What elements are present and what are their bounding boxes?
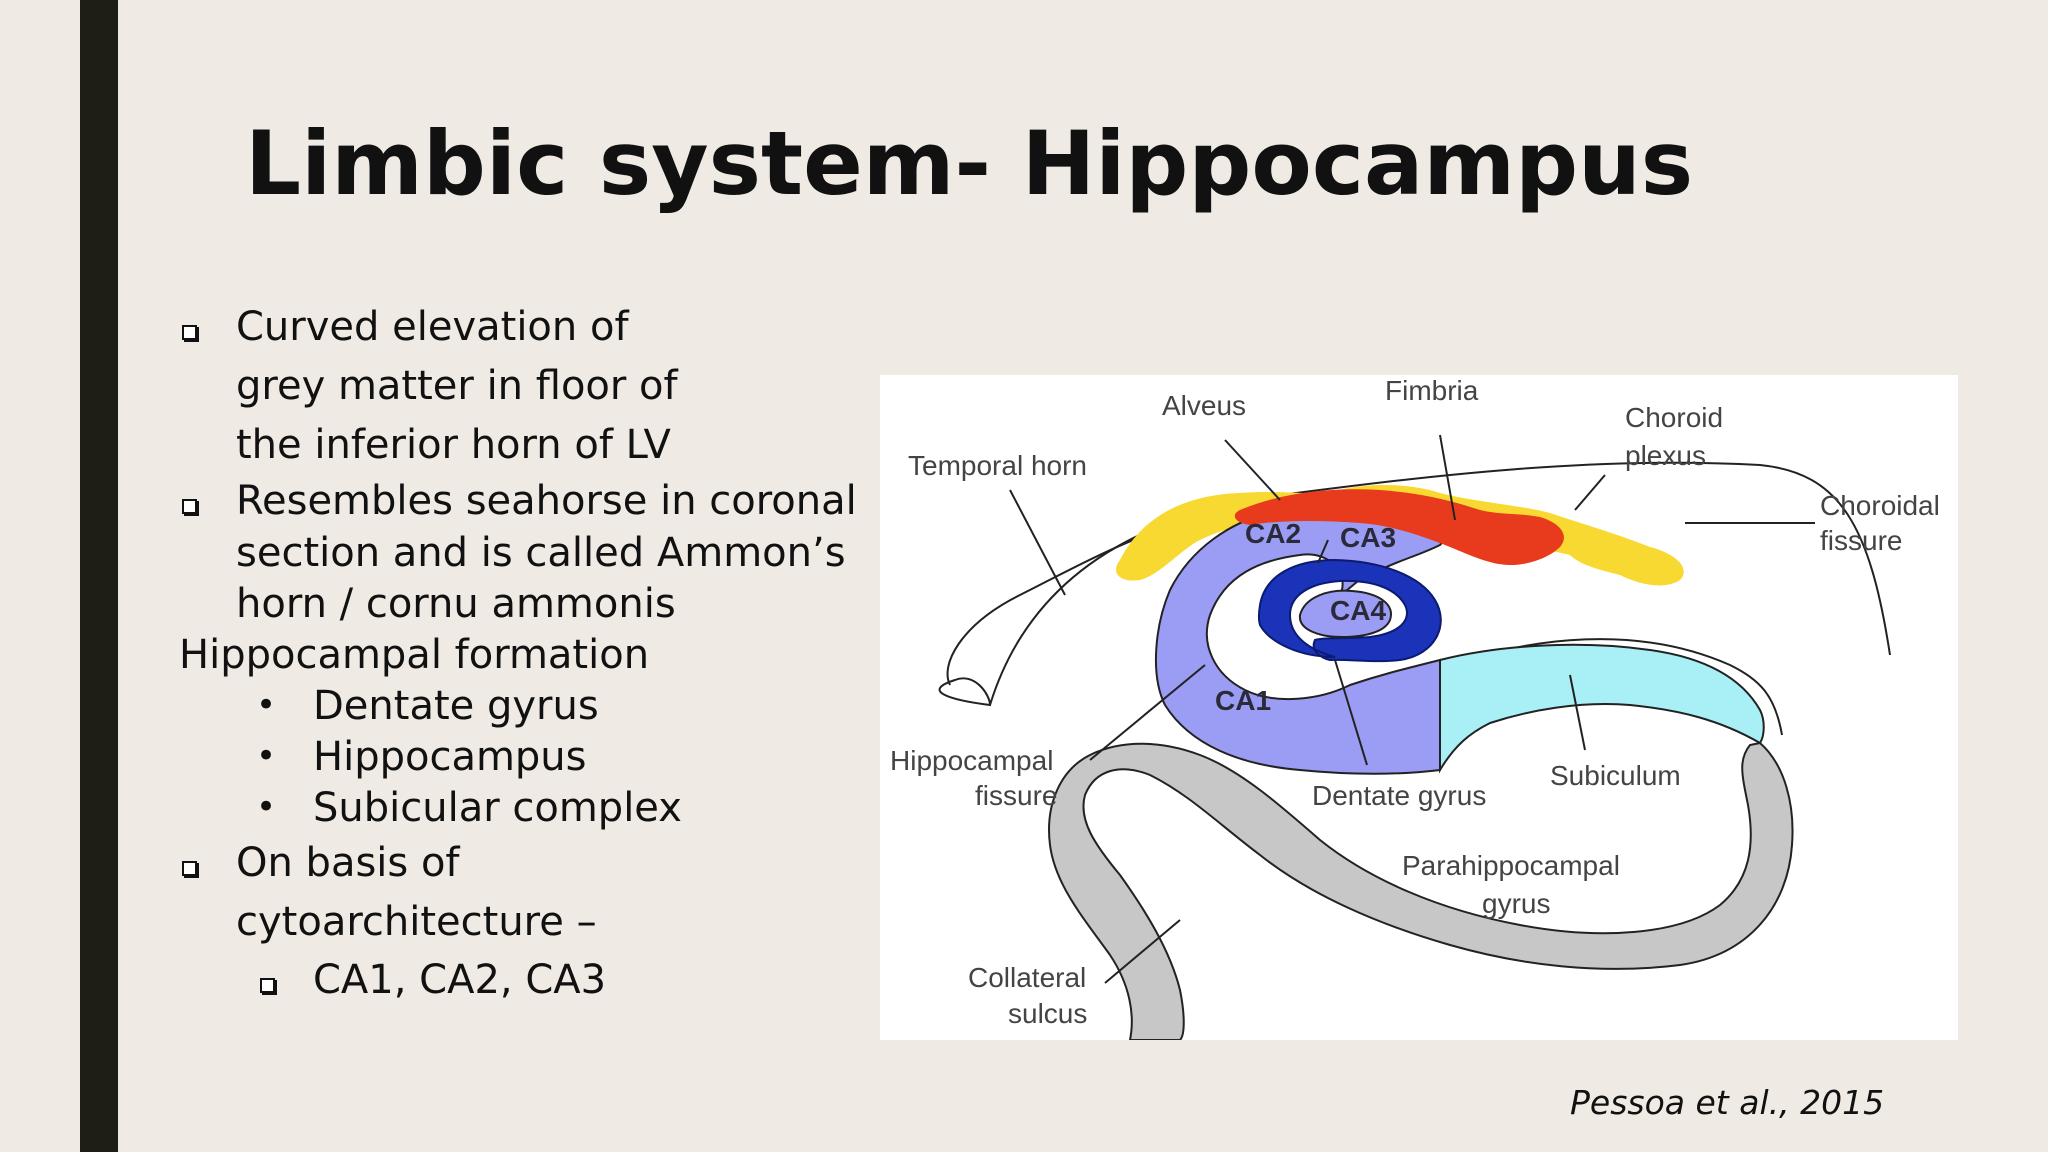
leader-lines: [1009, 434, 1815, 984]
ca2-label: CA2: [1245, 518, 1301, 549]
dentate-gyrus-shape: [1257, 558, 1442, 663]
hippocampal-formation-heading: Hippocampal formation: [179, 632, 650, 678]
subiculum-shape: [1439, 643, 1765, 774]
ca4-shape: [1298, 589, 1392, 639]
sub-item-dentate-gyrus: Dentate gyrus: [313, 683, 599, 729]
parahippocampal-label-1: Parahippocampal: [1402, 850, 1620, 881]
bullet-3-line-1: On basis of: [236, 840, 460, 886]
choroid-plexus-label-1: Choroid: [1625, 402, 1723, 433]
ca4-label: CA4: [1330, 595, 1386, 626]
collateral-sulcus-label-2: sulcus: [1008, 998, 1087, 1029]
slide-title: Limbic system- Hippocampus: [245, 112, 1694, 215]
sub-item-hippocampus: Hippocampus: [313, 734, 587, 780]
left-accent-bar: [80, 0, 118, 1152]
square-bullet-icon: [182, 861, 197, 876]
bullet-2-line-1: Resembles seahorse in coronal: [236, 478, 857, 524]
bullet-2-line-3: horn / cornu ammonis: [236, 581, 676, 627]
bullet-1-line-3: the inferior horn of LV: [236, 422, 671, 468]
square-bullet-icon: [260, 978, 275, 993]
ca1-label: CA1: [1215, 685, 1271, 716]
choroid-plexus-label-2: plexus: [1625, 440, 1706, 471]
bullet-3-subitem: CA1, CA2, CA3: [313, 957, 607, 1003]
bullet-3-line-2: cytoarchitecture –: [236, 899, 597, 945]
choroidal-fissure-label-2: fissure: [1820, 525, 1902, 556]
ca3-label: CA3: [1340, 522, 1396, 553]
round-bullet-icon: •: [256, 787, 277, 827]
citation: Pessoa et al., 2015: [1570, 1083, 1885, 1122]
fimbria-shape: [1234, 489, 1564, 565]
square-bullet-icon: [182, 325, 197, 340]
alveus-label: Alveus: [1162, 390, 1246, 421]
sub-item-subicular-complex: Subicular complex: [313, 785, 682, 831]
collateral-sulcus-label-1: Collateral: [968, 962, 1086, 993]
bullet-1-line-1: Curved elevation of: [236, 304, 629, 350]
square-bullet-icon: [182, 499, 197, 514]
temporal-horn-label: Temporal horn: [908, 450, 1087, 481]
dentate-gyrus-label: Dentate gyrus: [1312, 780, 1486, 811]
parahippocampal-gyrus-shape: [1048, 741, 1794, 1040]
round-bullet-icon: •: [256, 685, 277, 725]
hippocampus-diagram-svg: Alveus Fimbria Choroid plexus Temporal h…: [890, 375, 1940, 1040]
hippocampal-fissure-label-2: fissure: [975, 780, 1057, 811]
temporal-horn-outline: [938, 461, 1891, 707]
hippocampus-diagram: Alveus Fimbria Choroid plexus Temporal h…: [880, 375, 1958, 1040]
bullet-2-line-2: section and is called Ammon’s: [236, 530, 846, 576]
choroidal-fissure-label-1: Choroidal: [1820, 490, 1940, 521]
hippocampal-fissure-label-1: Hippocampal: [890, 745, 1053, 776]
fimbria-label: Fimbria: [1385, 375, 1479, 406]
bullet-1-line-2: grey matter in floor of: [236, 363, 678, 409]
parahippocampal-label-2: gyrus: [1482, 888, 1550, 919]
subiculum-label: Subiculum: [1550, 760, 1681, 791]
round-bullet-icon: •: [256, 736, 277, 776]
